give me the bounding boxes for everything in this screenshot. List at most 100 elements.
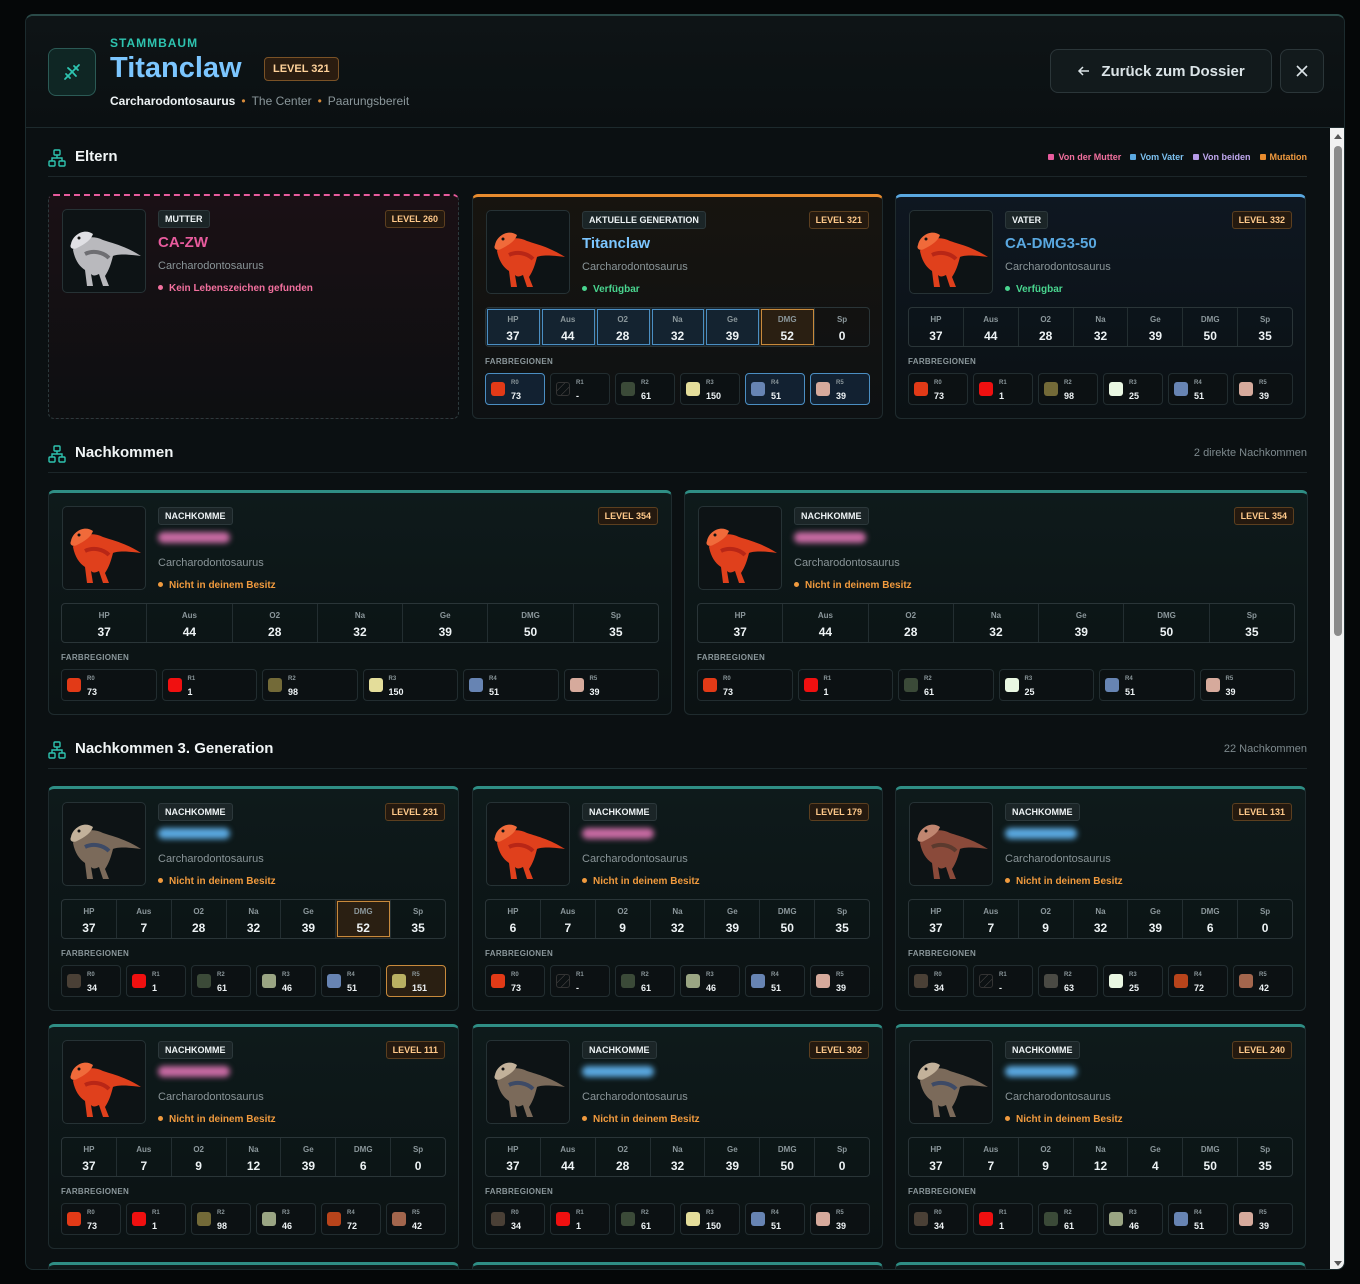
color-regions-label: FARBREGIONEN bbox=[908, 1187, 977, 1196]
color-regions-label: FARBREGIONEN bbox=[485, 949, 554, 958]
color-region[interactable]: R1- bbox=[550, 965, 610, 997]
legend-both: Von beiden bbox=[1192, 152, 1251, 162]
color-region[interactable]: R1- bbox=[550, 373, 610, 405]
redacted-name bbox=[582, 1066, 654, 1077]
section-title: Nachkommen bbox=[75, 444, 174, 461]
status-text: Kein Lebenszeichen gefunden bbox=[158, 283, 313, 294]
scrollbar[interactable] bbox=[1330, 128, 1344, 1269]
color-region[interactable]: R1- bbox=[973, 965, 1033, 997]
dino-name[interactable]: CA-DMG3-50 bbox=[1005, 235, 1097, 252]
close-button[interactable] bbox=[1280, 49, 1324, 93]
dino-species: Carcharodontosaurus bbox=[158, 853, 264, 865]
card-level: LEVEL 131 bbox=[1231, 803, 1292, 821]
offspring-card[interactable] bbox=[895, 1262, 1306, 1269]
breeding-state: Paarungsbereit bbox=[327, 94, 410, 108]
back-to-dossier-button[interactable]: Zurück zum Dossier bbox=[1050, 49, 1272, 93]
status-text: Nicht in deinem Besitz bbox=[158, 580, 276, 591]
dino-name[interactable]: CA-ZW bbox=[158, 234, 208, 251]
offspring-card[interactable] bbox=[48, 1262, 459, 1269]
scrollbar-thumb[interactable] bbox=[1334, 146, 1342, 636]
offspring-card[interactable] bbox=[472, 1262, 883, 1269]
dino-name[interactable]: Titanclaw bbox=[582, 235, 651, 252]
